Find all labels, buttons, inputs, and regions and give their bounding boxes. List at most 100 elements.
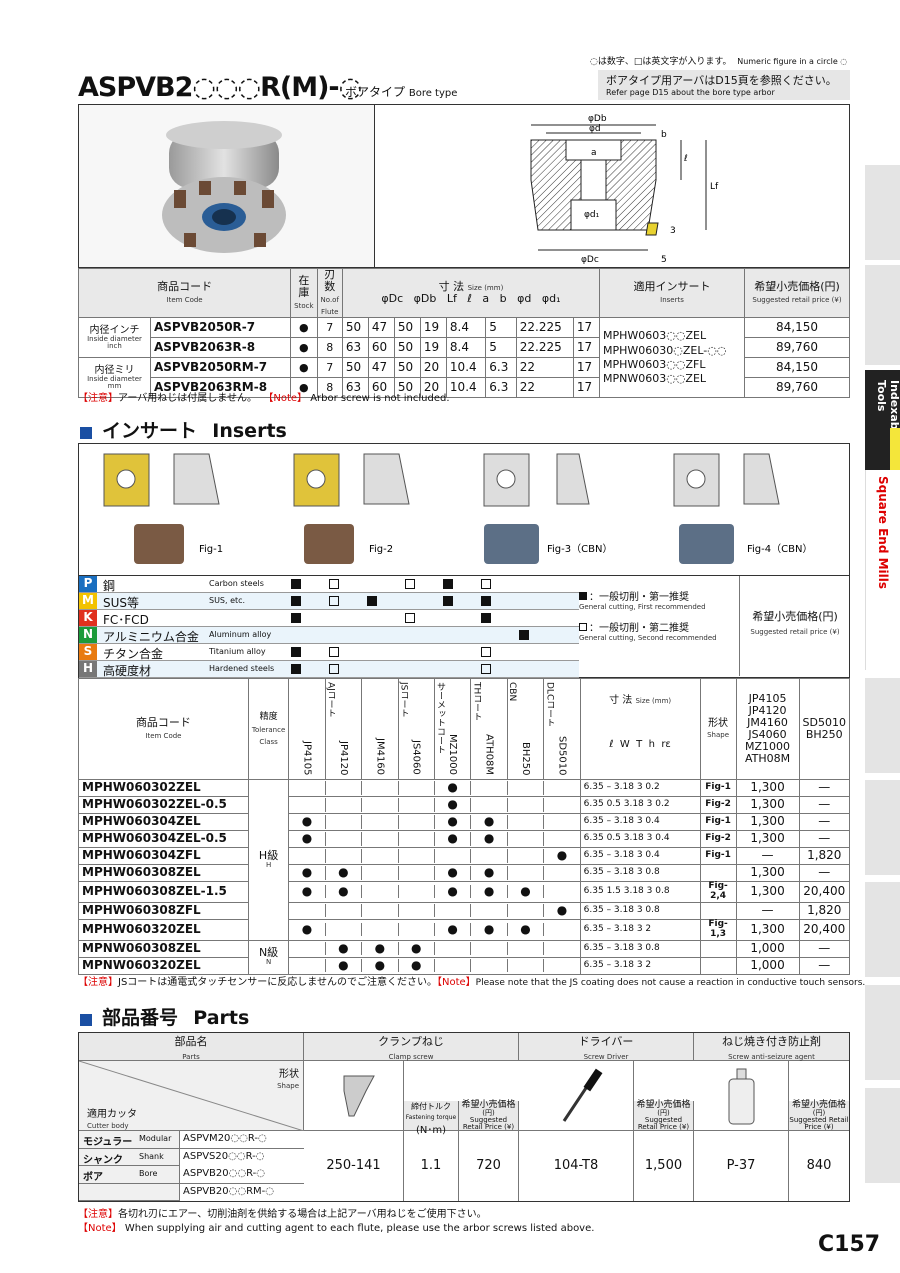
grade-mark: ● bbox=[435, 798, 472, 812]
body-code: ASPVB20◌◌RM-◌ bbox=[179, 1183, 304, 1201]
insert-dims: 6.35 – 3.18 3 0.8 bbox=[579, 901, 701, 920]
item-code: MPHW060320ZEL bbox=[78, 918, 249, 941]
grade-mark bbox=[508, 866, 545, 880]
shape-fig: Fig-2 bbox=[699, 830, 737, 848]
item-code: MPHW060308ZFL bbox=[78, 901, 249, 920]
insert-figures: Fig-1 Fig-2 Fig-3（CBN） Fig-4（CBN） bbox=[78, 443, 850, 576]
dim-label: φDb bbox=[588, 114, 607, 124]
recommend-mark bbox=[329, 579, 339, 589]
grade-col: JS4060 bbox=[399, 679, 435, 779]
shape-fig bbox=[699, 864, 737, 882]
sidebar-category-label: Indexable Tools bbox=[875, 380, 900, 441]
price: 1,000 bbox=[735, 939, 800, 958]
recommend-mark bbox=[443, 579, 453, 589]
dim-label: φd₁ bbox=[584, 210, 600, 220]
dimension: 47 bbox=[367, 357, 395, 379]
recommend-mark bbox=[291, 664, 301, 674]
dimension: 8.4 bbox=[445, 337, 487, 359]
material-key: S bbox=[79, 644, 97, 660]
recommend-mark bbox=[481, 596, 491, 606]
dimension: 22.225 bbox=[515, 337, 574, 359]
recommend-mark bbox=[329, 664, 339, 674]
price: — bbox=[798, 813, 850, 831]
grade-mark bbox=[471, 904, 508, 918]
grade-marks: ●●●● bbox=[288, 918, 581, 941]
price: — bbox=[798, 796, 850, 814]
recommend-mark bbox=[291, 613, 301, 623]
grade-mark bbox=[544, 815, 579, 828]
flute-count: 7 bbox=[316, 357, 343, 379]
clamp-screw-icon bbox=[304, 1061, 404, 1131]
grade-col: ATH08M bbox=[471, 679, 508, 779]
shape-fig: Fig-1 bbox=[699, 779, 737, 797]
sidebar-sub-label: Square End Mills bbox=[876, 476, 890, 590]
item-code: MPHW060302ZEL-0.5 bbox=[78, 796, 249, 814]
grade-marks: ● bbox=[288, 779, 581, 797]
grade-mark bbox=[362, 815, 399, 829]
item-code: MPHW060304ZFL bbox=[78, 847, 249, 865]
grade-mark bbox=[544, 832, 579, 845]
legend-first: ：一般切削・第一推奨 General cutting, First recomm… bbox=[579, 592, 717, 642]
grade-mark: ● bbox=[471, 815, 508, 829]
price: 89,760 bbox=[744, 337, 850, 359]
grade-col: MZ1000 bbox=[435, 679, 472, 779]
price: 1,300 bbox=[735, 918, 800, 941]
recommend-mark bbox=[329, 647, 339, 657]
insert-dims: 6.35 1.5 3.18 3 0.8 bbox=[579, 881, 701, 903]
dimension: 19 bbox=[419, 337, 447, 359]
grade-mark bbox=[544, 866, 579, 879]
grade-mark bbox=[399, 885, 435, 899]
price: 1,300 bbox=[735, 796, 800, 814]
material-key: K bbox=[79, 610, 97, 626]
price: — bbox=[798, 939, 850, 958]
dimension: 6.3 bbox=[485, 357, 517, 379]
grade-marks: ● bbox=[288, 847, 581, 865]
arbor-note: ボアタイプ用アーバはD15頁を参照ください。Refer page D15 abo… bbox=[598, 70, 850, 100]
grade-mark bbox=[326, 849, 363, 863]
grade-mark: ● bbox=[508, 885, 545, 899]
body-code: ASPVB20◌◌R-◌ bbox=[179, 1166, 304, 1183]
grade-mark: ● bbox=[326, 941, 363, 956]
price: 1,300 bbox=[735, 830, 800, 848]
dim-label: φDc bbox=[581, 255, 599, 265]
shape-fig bbox=[699, 939, 737, 958]
sidebar-sub-tab: Square End Mills bbox=[865, 470, 900, 670]
recommend-mark bbox=[481, 664, 491, 674]
grade-mark: ● bbox=[471, 866, 508, 880]
grade-mark bbox=[544, 923, 579, 936]
grade-mark: ● bbox=[362, 958, 399, 973]
dimension: 17 bbox=[572, 357, 601, 379]
coat-group-label: AJコート bbox=[325, 682, 336, 718]
grade-mark bbox=[435, 849, 472, 863]
grade-marks: ● bbox=[288, 901, 581, 920]
shape-fig: Fig-2,4 bbox=[699, 881, 737, 903]
table-row: MPHW060308ZFL●6.35 – 3.18 3 0.8—1,820 bbox=[78, 901, 850, 920]
item-code: ASPVB2063R-8 bbox=[149, 337, 292, 359]
grade-mark bbox=[326, 923, 363, 937]
grade-mark bbox=[289, 958, 326, 973]
price: 84,150 bbox=[744, 357, 850, 379]
grade-mark bbox=[326, 904, 363, 918]
sidebar-tab bbox=[865, 1088, 900, 1183]
grade-mark: ● bbox=[435, 832, 472, 846]
section-title-inserts: インサート Inserts bbox=[80, 416, 287, 443]
flute-count: 7 bbox=[316, 317, 343, 339]
grade-mark: ● bbox=[435, 922, 472, 937]
insert-dims: 6.35 – 3.18 3 2 bbox=[579, 918, 701, 941]
page-title: ASPVB2◌◌◌R(M)-◌ bbox=[78, 72, 362, 103]
grade-mark bbox=[508, 958, 545, 973]
item-code: MPHW060308ZEL-1.5 bbox=[78, 881, 249, 903]
recommend-mark bbox=[291, 579, 301, 589]
grade-mark bbox=[362, 849, 399, 863]
flute-count: 8 bbox=[316, 337, 343, 359]
body-type-en: Bore bbox=[139, 1169, 158, 1178]
sidebar-tab bbox=[865, 265, 900, 365]
